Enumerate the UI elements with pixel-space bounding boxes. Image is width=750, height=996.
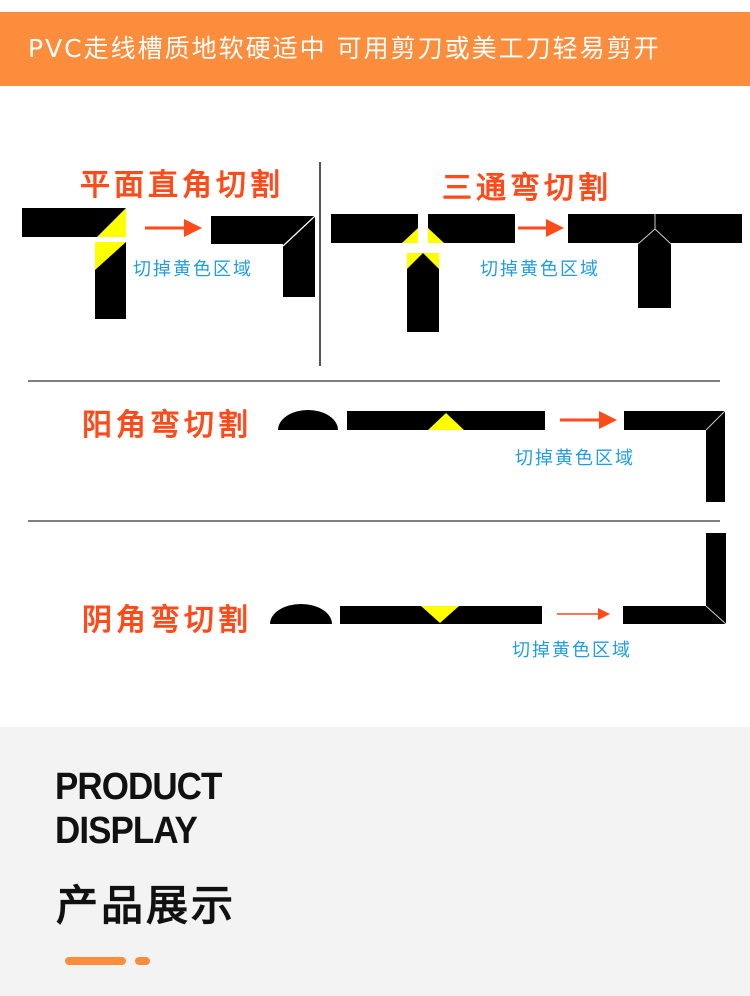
accent-bar <box>65 957 126 965</box>
section-title-inner-corner: 阴角弯切割 <box>82 603 252 638</box>
outer-corner-diagram <box>278 410 726 502</box>
display-heading-line1: PRODUCT <box>55 766 222 808</box>
flat-corner-diagram <box>22 208 316 319</box>
cut-note: 切掉黄色区域 <box>512 640 632 661</box>
accent-dot <box>135 957 150 965</box>
section-title-tee: 三通弯切割 <box>442 171 612 206</box>
tee-diagram <box>331 214 742 332</box>
section-title-outer-corner: 阳角弯切割 <box>82 408 252 443</box>
cut-note: 切掉黄色区域 <box>515 448 635 469</box>
inner-corner-diagram <box>270 533 727 625</box>
display-heading-cn: 产品展示 <box>56 881 237 930</box>
cut-note: 切掉黄色区域 <box>133 259 253 280</box>
cut-note: 切掉黄色区域 <box>480 259 600 280</box>
section-title-flat-corner: 平面直角切割 <box>80 168 284 203</box>
product-display-section <box>0 727 750 996</box>
banner: PVC走线槽质地软硬适中 可用剪刀或美工刀轻易剪开 <box>0 12 750 86</box>
display-heading-line2: DISPLAY <box>55 810 198 852</box>
cutting-diagrams <box>22 162 742 625</box>
